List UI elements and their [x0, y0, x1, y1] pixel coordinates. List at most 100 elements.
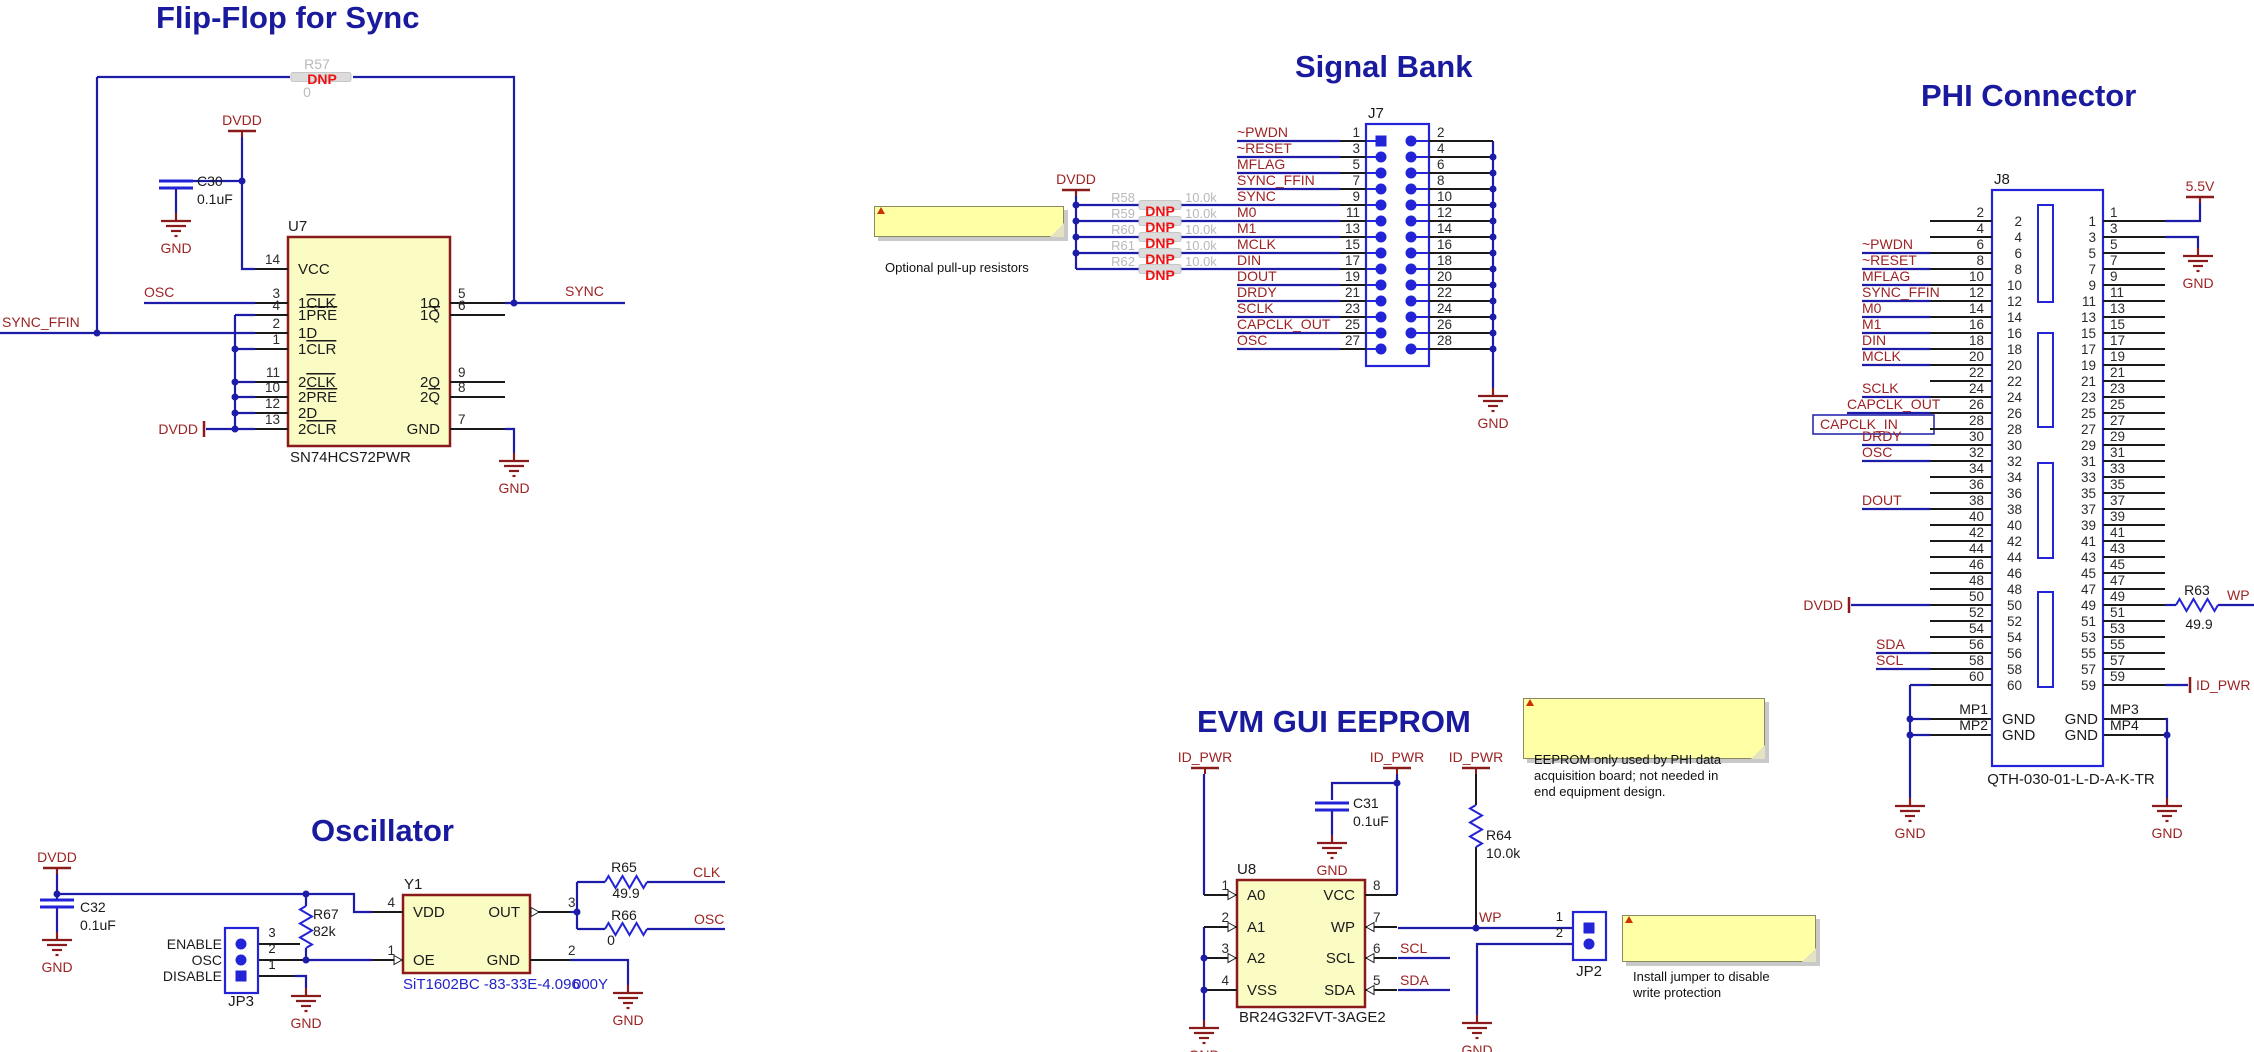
pin-name: 1CLK [298, 295, 336, 312]
pin-number: 9 [1352, 189, 1360, 204]
junction-dot [1489, 217, 1497, 225]
gnd-label: GND [2151, 825, 2182, 841]
pin-number: 7 [1352, 173, 1360, 188]
pin-number: 58 [2007, 662, 2022, 677]
pin-name: 1CLR [298, 341, 337, 358]
text-label: SDA [1400, 972, 1429, 988]
text-label: CAPCLK_OUT [1847, 396, 1941, 412]
text-label: R61 [1111, 238, 1135, 253]
pin-number: 28 [1969, 413, 1984, 428]
junction-dot [231, 345, 239, 353]
text-label: SYNC [565, 283, 604, 299]
power-label: 5.5V [2186, 178, 2215, 194]
pin-name: VSS [1247, 982, 1277, 999]
text-label: MFLAG [1237, 156, 1285, 172]
pin-number: 56 [2007, 646, 2022, 661]
pin-number: 1 [2110, 205, 2118, 220]
pin-name: VCC [1323, 887, 1355, 904]
pin-number: 32 [2007, 454, 2022, 469]
note-fold-corner [1802, 948, 1816, 962]
pin-number: 59 [2081, 678, 2096, 693]
text-label: M1 [1237, 220, 1257, 236]
note-text: Install jumper to disable write protecti… [1633, 969, 1770, 1000]
pin-number: 17 [2081, 342, 2096, 357]
power-label: ID_PWR [1449, 749, 1503, 765]
pad [1405, 183, 1417, 195]
text-label: SCLK [1237, 300, 1274, 316]
section-title-signal-bank: Signal Bank [1295, 49, 1473, 84]
pad [1405, 343, 1417, 355]
connector-key-slot [2037, 462, 2054, 559]
pin-number: 1 [1352, 125, 1360, 140]
net-wire [2165, 235, 2200, 248]
resistor-dnp-body [1138, 248, 1182, 258]
pin-name: GND [487, 952, 521, 969]
pin-number: 33 [2110, 461, 2125, 476]
pin-number: 18 [1437, 253, 1452, 268]
pin-number: 9 [2110, 269, 2118, 284]
text-label: ~PWDN [1237, 124, 1288, 140]
text-label: R63 [2184, 582, 2210, 598]
chip-Y1 [401, 893, 532, 975]
pin-number: 3 [568, 895, 576, 910]
connector-key-slot [2037, 204, 2054, 303]
pin-number: 26 [1437, 317, 1452, 332]
pin-number: 41 [2110, 525, 2125, 540]
pin-number: 46 [1969, 557, 1984, 572]
text-label: J7 [1368, 105, 1384, 122]
text-label: ~PWDN [1862, 236, 1913, 252]
pin-arrow-icon [1364, 921, 1375, 933]
pin-arrow-icon [393, 954, 404, 966]
pin-number: 23 [2081, 390, 2096, 405]
pad [1375, 183, 1387, 195]
text-label: DISABLE [163, 968, 222, 984]
junction-dot [1072, 233, 1080, 241]
note-jumper-write-protect: Install jumper to disable write protecti… [1622, 915, 1816, 1000]
note-pullup-resistors: Optional pull-up resistors [874, 206, 1064, 275]
pin-number: 53 [2081, 630, 2096, 645]
pad [1375, 231, 1387, 243]
pin-number: 4 [1437, 141, 1445, 156]
pin-number: 4 [272, 298, 280, 313]
text-label: ~RESET [1862, 252, 1917, 268]
pad [1375, 311, 1387, 323]
resistor-dnp-body [1138, 200, 1182, 210]
pin-number: 15 [1345, 237, 1360, 252]
text-label: WP [1479, 909, 1502, 925]
pin-number: 6 [1373, 941, 1381, 956]
pin-number: 52 [1969, 605, 1984, 620]
text-label: OSC [144, 284, 174, 300]
text-label: R60 [1111, 222, 1135, 237]
pin-number: 8 [1437, 173, 1445, 188]
pin-number: 59 [2110, 669, 2125, 684]
pin-number: 6 [458, 298, 466, 313]
pin-name: 2CLK [298, 374, 336, 391]
junction-dot [1906, 715, 1914, 723]
net-wire [240, 134, 255, 271]
pin-number: 53 [2110, 621, 2125, 636]
pin-number: 32 [1969, 445, 1984, 460]
text-label: R64 [1486, 827, 1512, 843]
power-label: DVDD [222, 112, 262, 128]
jumper-JP2 [1571, 910, 1608, 962]
pin-number: 49 [2110, 589, 2125, 604]
text-label: R67 [313, 906, 339, 922]
pin-number: 60 [1969, 669, 1984, 684]
pin-number: 1 [1221, 878, 1229, 893]
pin-number: 29 [2081, 438, 2096, 453]
pin-number: 7 [1373, 910, 1381, 925]
pin-number: 4 [2014, 230, 2022, 245]
text-label: R65 [611, 859, 637, 875]
pad-square [1583, 922, 1595, 934]
pin-number: 48 [2007, 582, 2022, 597]
pin-number: 3 [1221, 941, 1229, 956]
pin-number: 10 [1969, 269, 1984, 284]
pin-number: 19 [2081, 358, 2096, 373]
pad [1375, 167, 1387, 179]
pin-number: 14 [1969, 301, 1985, 316]
pin-number: 10 [265, 380, 280, 395]
note-fold-corner [1050, 223, 1064, 237]
pin-number: 55 [2110, 637, 2125, 652]
pin-number: 5 [458, 286, 466, 301]
